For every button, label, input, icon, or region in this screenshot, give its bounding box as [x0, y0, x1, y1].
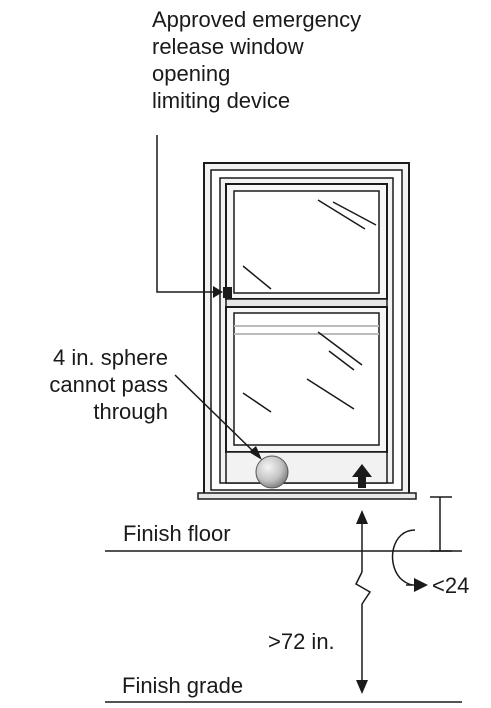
- glass-reflection-line: [242, 392, 272, 413]
- device-leader-line: [156, 135, 213, 293]
- device-callout-line: limiting device: [152, 88, 291, 113]
- window-sill: [197, 492, 417, 500]
- device-callout-line: release window: [152, 34, 304, 59]
- sphere-callout-label: 4 in. sphere cannot pass through: [14, 344, 168, 425]
- glass-reflection-line: [328, 350, 355, 371]
- lower-sash: [225, 306, 388, 453]
- finish-floor-label: Finish floor: [123, 521, 231, 546]
- sphere-callout-line: cannot pass: [49, 372, 168, 397]
- sphere-leader-line: [174, 374, 256, 454]
- height-dimension-top-arrow: [356, 510, 368, 524]
- device-callout-line: Approved emergency: [152, 7, 362, 32]
- sphere-callout-line: 4 in. sphere: [53, 345, 168, 370]
- limiting-device-marker: [223, 287, 232, 298]
- glass-reflection-line: [317, 199, 366, 230]
- glass-reflection-line: [332, 201, 377, 226]
- sill-curved-arrow: [391, 529, 428, 592]
- height-dimension-bottom-arrow: [356, 680, 368, 694]
- meeting-rail: [225, 298, 388, 308]
- opening-up-arrow: [352, 464, 372, 488]
- sill-height-dimension: [430, 496, 452, 552]
- test-sphere: [255, 455, 289, 489]
- sphere-leader-arrowhead: [249, 446, 262, 460]
- device-callout-label: Approved emergency release window openin…: [152, 6, 361, 114]
- height-dimension: [355, 510, 372, 694]
- finish-grade-label: Finish grade: [122, 673, 244, 698]
- upper-sash: [225, 183, 388, 300]
- device-callout-line: opening: [152, 61, 231, 86]
- glass-reflection-line: [306, 378, 355, 410]
- glass-reflection-line: [242, 265, 272, 290]
- device-leader-arrowhead: [213, 286, 223, 298]
- sill-dimension-label: <24: [432, 573, 470, 598]
- glass-reflection-line: [317, 331, 363, 366]
- sphere-callout-line: through: [93, 399, 168, 424]
- height-dimension-label: >72 in.: [268, 629, 335, 654]
